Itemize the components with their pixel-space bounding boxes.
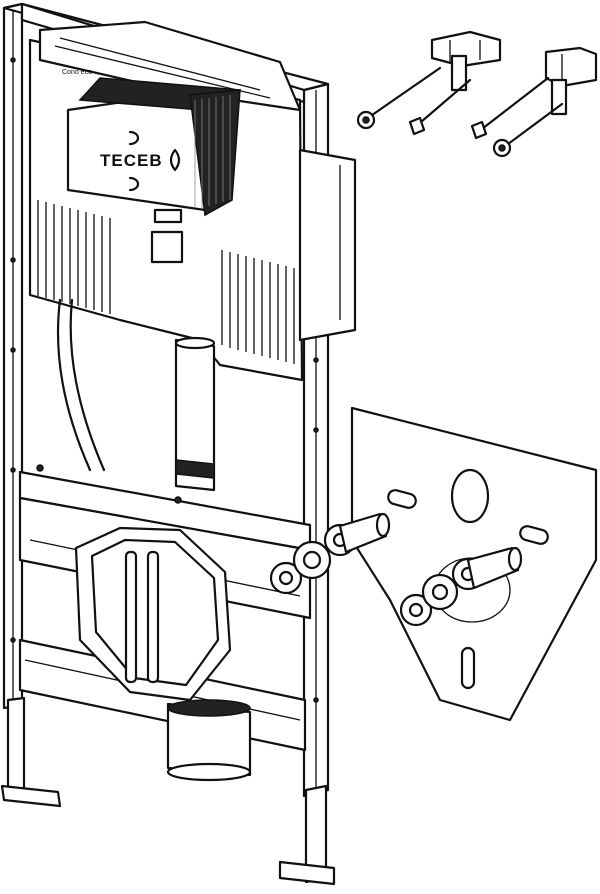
flush-actuator-box: TECEB Cono eco — [62, 69, 242, 217]
ribs — [194, 95, 231, 208]
inspection-window — [150, 230, 184, 264]
right-vent — [221, 250, 295, 364]
wall-bracket-set-left — [356, 30, 502, 136]
waste-outlet — [74, 526, 252, 782]
wall-bracket-set-right — [470, 46, 598, 158]
left-vent — [37, 200, 111, 314]
brand-label: TECEB — [100, 151, 163, 170]
flush-pipe — [56, 298, 216, 492]
sleeves-and-washers — [269, 512, 523, 627]
washer-pair-right — [399, 546, 523, 627]
washer-pair-left — [269, 512, 391, 595]
small-label: Cono eco — [62, 69, 92, 76]
